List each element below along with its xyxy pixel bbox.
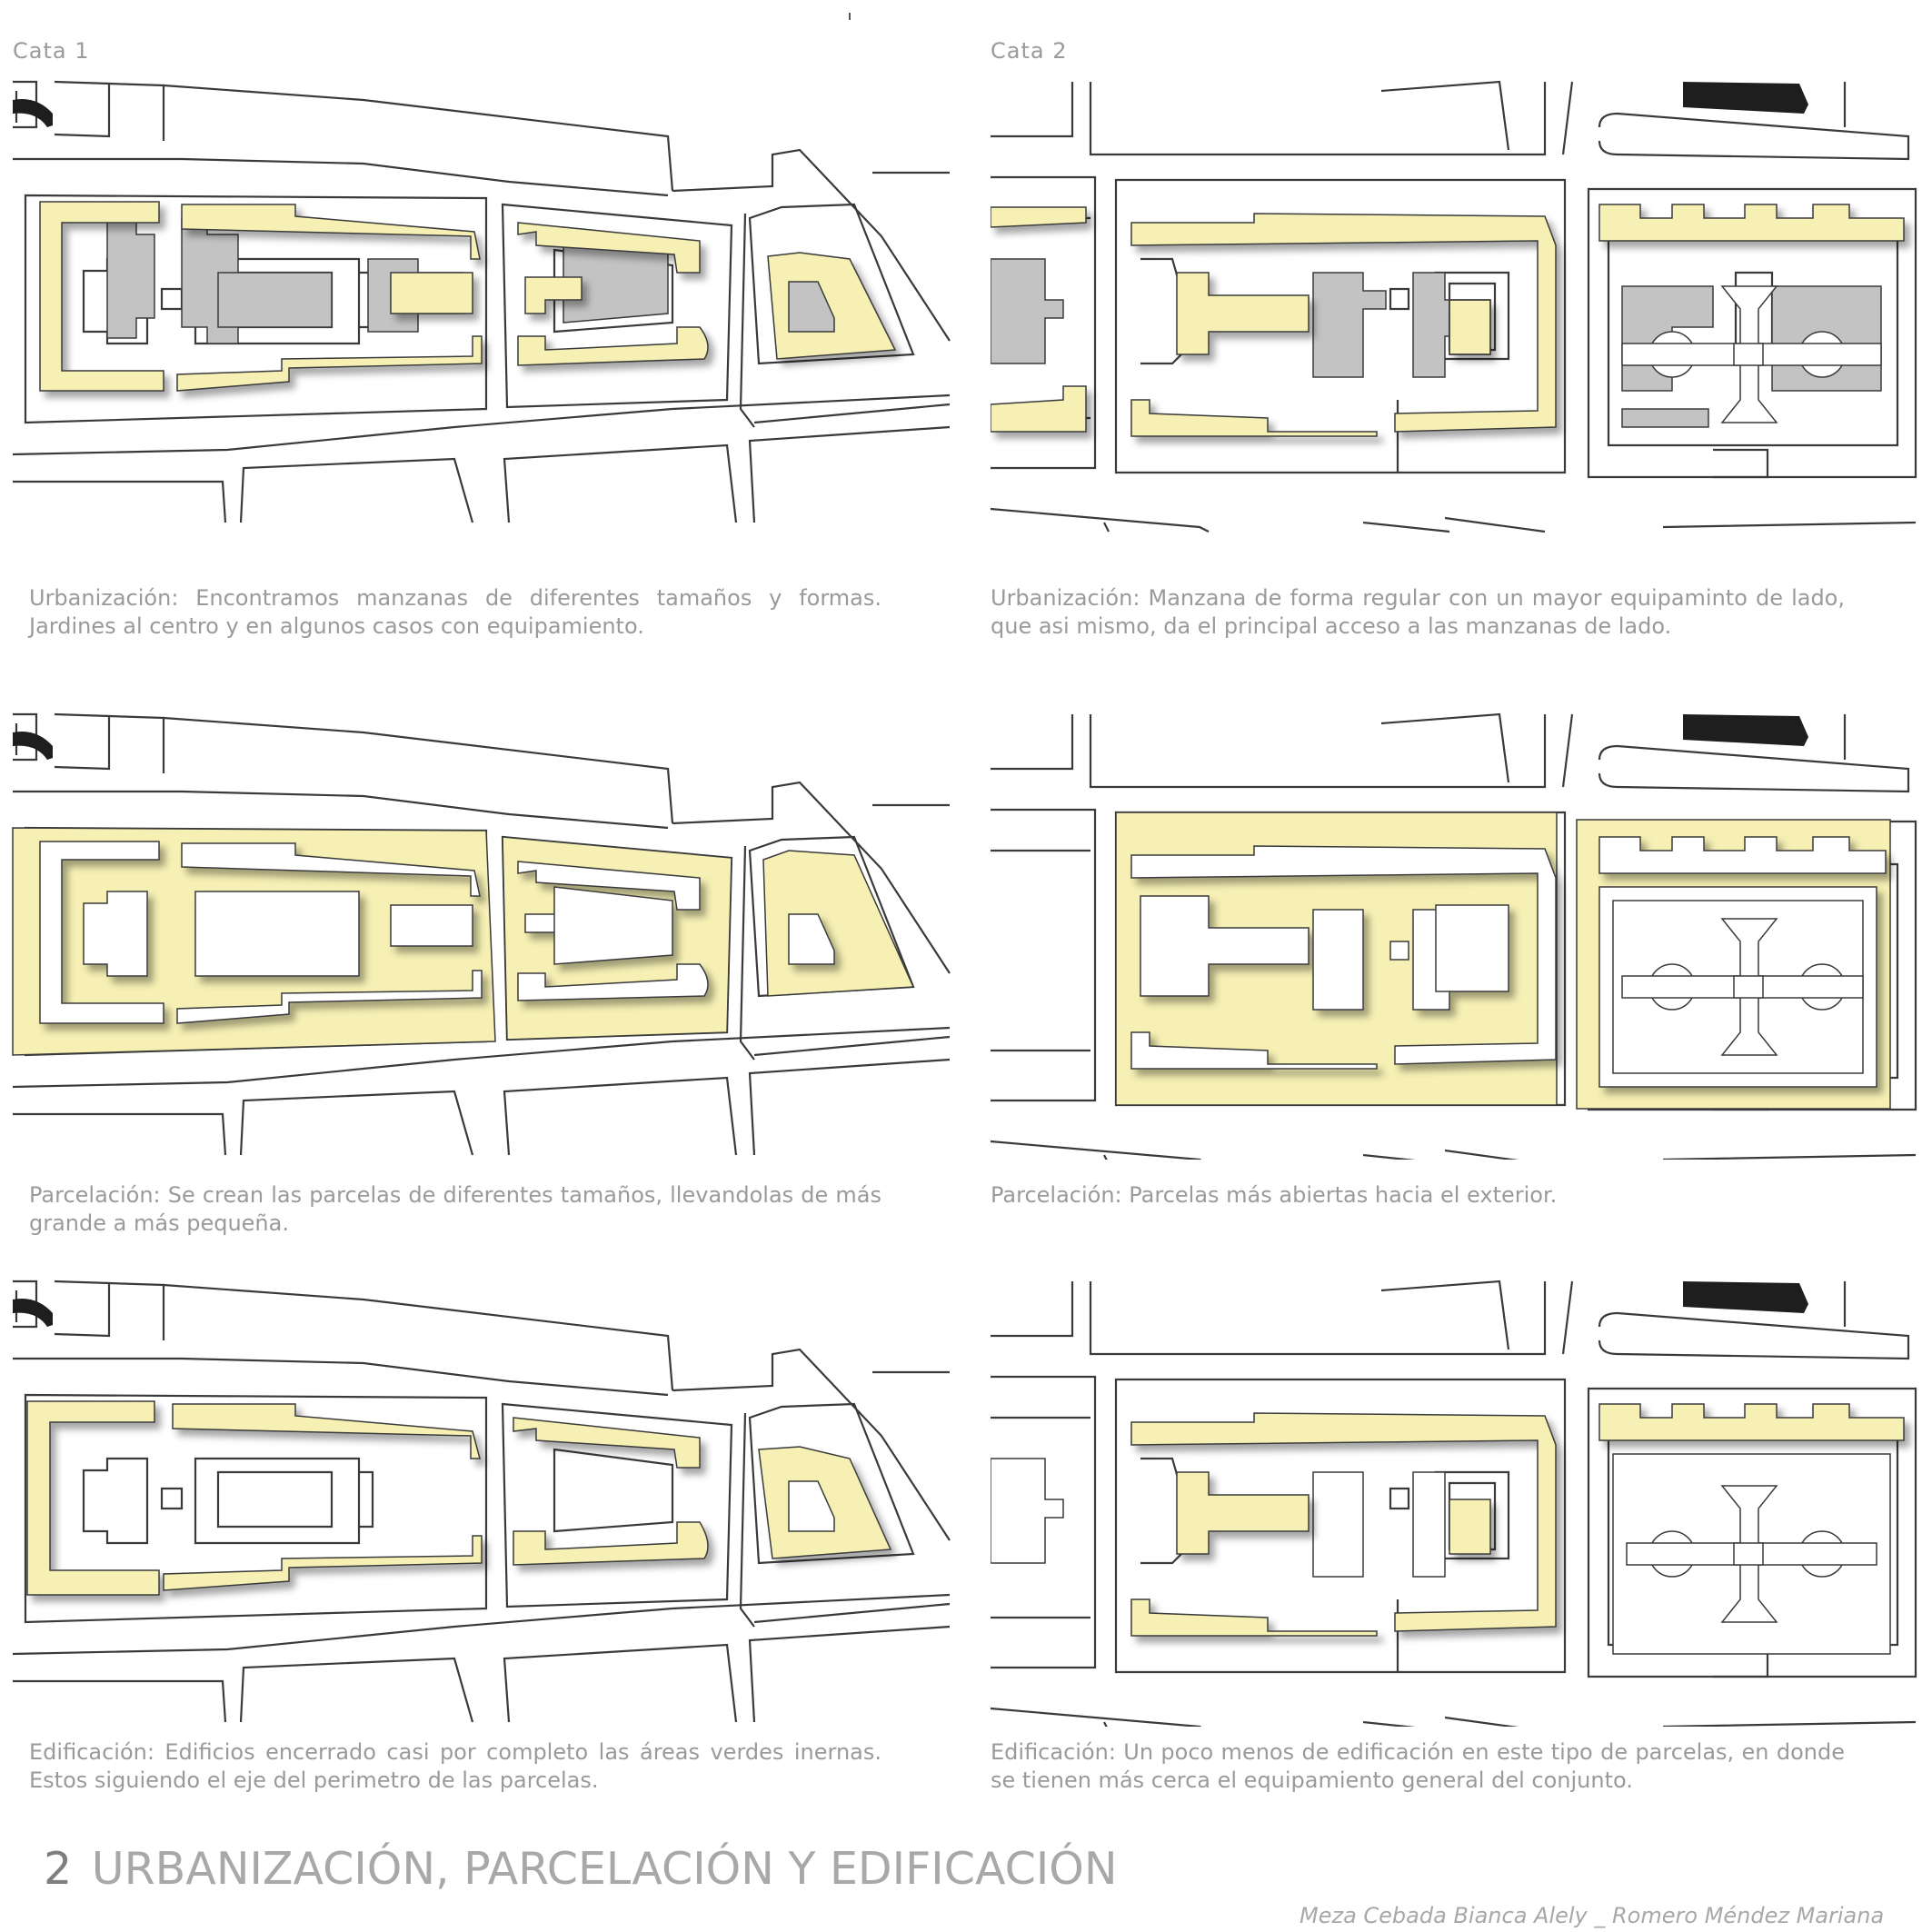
black-building: [1683, 82, 1808, 114]
desc-cata1-edificacion: Edificación: Edificios encerrado casi po…: [29, 1739, 881, 1793]
plan-cata1-parcelacion: [0, 696, 954, 1160]
title-number: 2: [44, 1843, 73, 1895]
authors-credit: Meza Cebada Bianca Alely _ Romero Méndez…: [1300, 1903, 1885, 1928]
plan-cata1-urbanizacion: [0, 0, 954, 536]
desc-cata2-urbanizacion: Urbanización: Manzana de forma regular c…: [991, 585, 1845, 639]
plan-cata2-edificacion: [991, 1263, 1932, 1727]
yellow-buildings: [39, 201, 897, 392]
desc-cata1-parcelacion: Parcelación: Se crean las parcelas de di…: [29, 1182, 881, 1236]
desc-cata1-urbanizacion: Urbanización: Encontramos manzanas de di…: [29, 585, 881, 639]
plan-cata2-urbanizacion: [991, 0, 1932, 536]
plan-cata1-edificacion: [0, 1263, 954, 1727]
desc-cata2-edificacion: Edificación: Un poco menos de edificació…: [991, 1739, 1845, 1793]
top-tick-mark: [849, 13, 851, 20]
page-title: 2 URBANIZACIÓN, PARCELACIÓN Y EDIFICACIÓ…: [44, 1843, 1118, 1895]
desc-cata2-parcelacion: Parcelación: Parcelas más abiertas hacia…: [991, 1182, 1558, 1208]
yellow-buildings: [1130, 1403, 1905, 1637]
black-building: [13, 99, 53, 127]
yellow-buildings: [26, 1400, 892, 1596]
cata-2-label: Cata 2: [991, 38, 1068, 64]
plan-cata2-parcelacion: [991, 696, 1932, 1160]
title-text: URBANIZACIÓN, PARCELACIÓN Y EDIFICACIÓN: [91, 1843, 1118, 1895]
cata-1-label: Cata 1: [13, 38, 90, 64]
